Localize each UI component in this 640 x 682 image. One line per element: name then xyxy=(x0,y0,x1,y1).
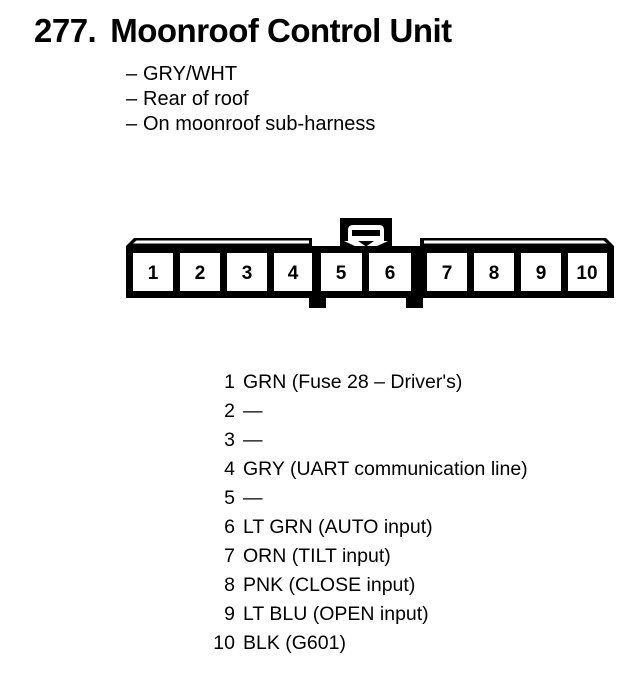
bullet-label: Rear of roof xyxy=(143,88,249,110)
pin-row: 4 GRY (UART communication line) xyxy=(0,455,640,484)
cavity-number: 5 xyxy=(336,263,347,284)
pin-number: 9 xyxy=(224,603,235,625)
pin-row: 7 ORN (TILT input) xyxy=(0,542,640,571)
pin-number: 3 xyxy=(224,429,235,451)
pin-description: LT GRN (AUTO input) xyxy=(243,516,433,538)
dash-icon: – xyxy=(126,113,138,135)
pin-number: 8 xyxy=(224,574,235,596)
pin-description: — xyxy=(243,487,263,509)
dash-icon: – xyxy=(126,88,138,110)
connector-diagram: 1 2 3 4 5 6 7 8 9 10 xyxy=(126,218,614,308)
pin-description: GRN (Fuse 28 – Driver's) xyxy=(243,371,463,393)
pin-row: 5 — xyxy=(0,484,640,513)
bullet-label: On moonroof sub-harness xyxy=(143,113,376,135)
list-item: – On moonroof sub-harness xyxy=(126,112,375,137)
pin-number: 10 xyxy=(213,632,235,654)
pin-number: 1 xyxy=(224,371,235,393)
cavity-number: 9 xyxy=(536,263,547,284)
dash-icon: – xyxy=(126,63,138,85)
pin-number: 4 xyxy=(224,458,235,480)
pin-description: — xyxy=(243,429,263,451)
cavity-number: 6 xyxy=(385,263,396,284)
pin-number: 2 xyxy=(224,400,235,422)
pin-description: BLK (G601) xyxy=(243,632,346,654)
cavity-number: 3 xyxy=(242,263,253,284)
pin-description: PNK (CLOSE input) xyxy=(243,574,416,596)
pin-number: 6 xyxy=(224,516,235,538)
alignment-notch-left xyxy=(309,298,326,308)
page-title: 277. Moonroof Control Unit xyxy=(34,14,452,47)
pin-row: 2 — xyxy=(0,397,640,426)
bullet-label: GRY/WHT xyxy=(143,63,238,85)
pin-description: GRY (UART communication line) xyxy=(243,458,528,480)
connector-body-left xyxy=(126,238,312,298)
pin-row: 1 GRN (Fuse 28 – Driver's) xyxy=(0,368,640,397)
connector-body-center xyxy=(312,246,420,298)
cavity-number: 2 xyxy=(195,263,206,284)
list-item: – Rear of roof xyxy=(126,87,375,112)
pin-row: 3 — xyxy=(0,426,640,455)
pin-row: 8 PNK (CLOSE input) xyxy=(0,571,640,600)
pin-number: 5 xyxy=(224,487,235,509)
header-bullet-list: – GRY/WHT – Rear of roof – On moonroof s… xyxy=(126,62,375,137)
pin-row: 9 LT BLU (OPEN input) xyxy=(0,600,640,629)
pin-row: 6 LT GRN (AUTO input) xyxy=(0,513,640,542)
page-title-text: Moonroof Control Unit xyxy=(110,12,452,49)
alignment-notch-right xyxy=(406,298,423,308)
cavity-number: 8 xyxy=(489,263,500,284)
pin-description: — xyxy=(243,400,263,422)
pin-number: 7 xyxy=(224,545,235,567)
pin-row: 10 BLK (G601) xyxy=(0,629,640,658)
cavity-number: 7 xyxy=(442,263,453,284)
pin-assignment-list: 1 GRN (Fuse 28 – Driver's) 2 — 3 — 4 GRY… xyxy=(0,368,640,658)
cavity-number: 1 xyxy=(148,263,159,284)
page-title-number: 277. xyxy=(34,12,97,49)
list-item: – GRY/WHT xyxy=(126,62,375,87)
cavity-number: 10 xyxy=(576,263,597,284)
pin-description: ORN (TILT input) xyxy=(243,545,391,567)
pin-description: LT BLU (OPEN input) xyxy=(243,603,429,625)
connector-body-right xyxy=(420,238,614,298)
cavity-number: 4 xyxy=(288,263,299,284)
